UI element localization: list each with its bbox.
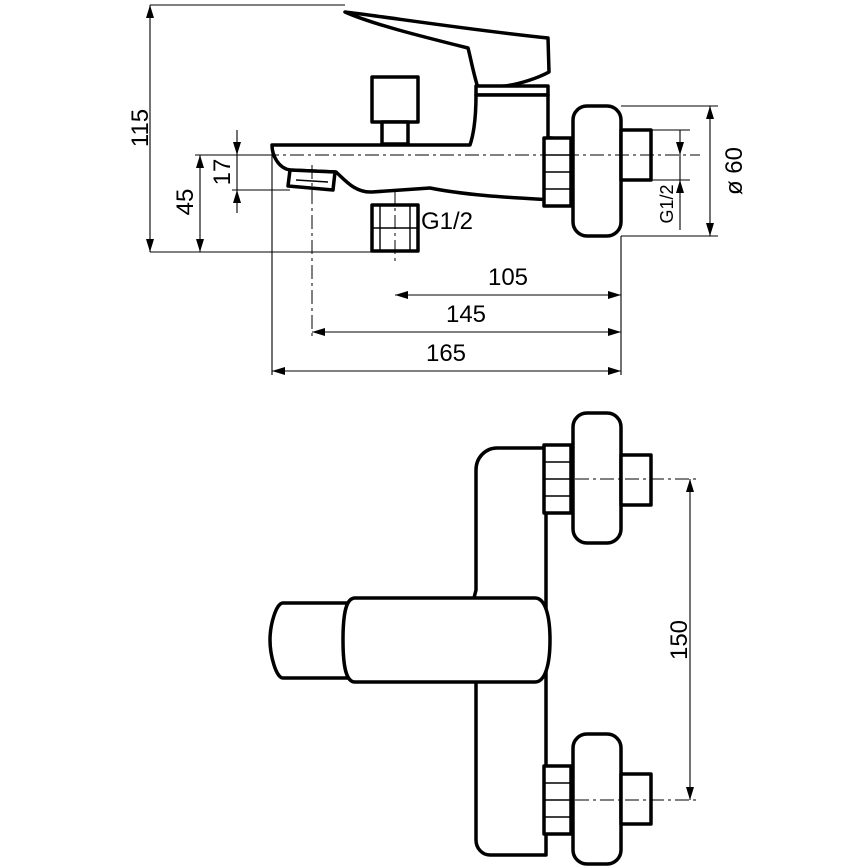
dim-spout-depth: 145 xyxy=(446,301,486,328)
dim-rosette-diameter: ø 60 xyxy=(721,147,748,195)
dim-overall-depth: 165 xyxy=(426,340,466,367)
dim-spout-tip: 17 xyxy=(209,159,236,186)
diverter-stem xyxy=(380,120,410,146)
dim-spout-height: 45 xyxy=(172,189,199,216)
dim-connection-spacing: 150 xyxy=(666,620,693,660)
front-spout xyxy=(268,601,354,680)
side-view: 115 45 17 G1/2 G1/2 ø 60 xyxy=(127,4,748,375)
front-view: 150 xyxy=(268,411,700,866)
upper-eccentric xyxy=(619,453,653,507)
diverter-knob xyxy=(370,75,420,124)
dim-overall-height: 115 xyxy=(127,109,154,147)
front-lever xyxy=(341,596,552,684)
lower-eccentric xyxy=(619,772,653,826)
dim-connection-thread: G1/2 xyxy=(421,208,473,235)
upper-rosette xyxy=(571,411,623,545)
dim-eccentric-thread: G1/2 xyxy=(657,184,677,223)
dim-outlet-depth: 105 xyxy=(488,264,528,291)
wall-rosette xyxy=(571,104,623,238)
mixer-body xyxy=(270,93,554,202)
aerator xyxy=(286,168,337,192)
lower-rosette xyxy=(571,732,623,866)
